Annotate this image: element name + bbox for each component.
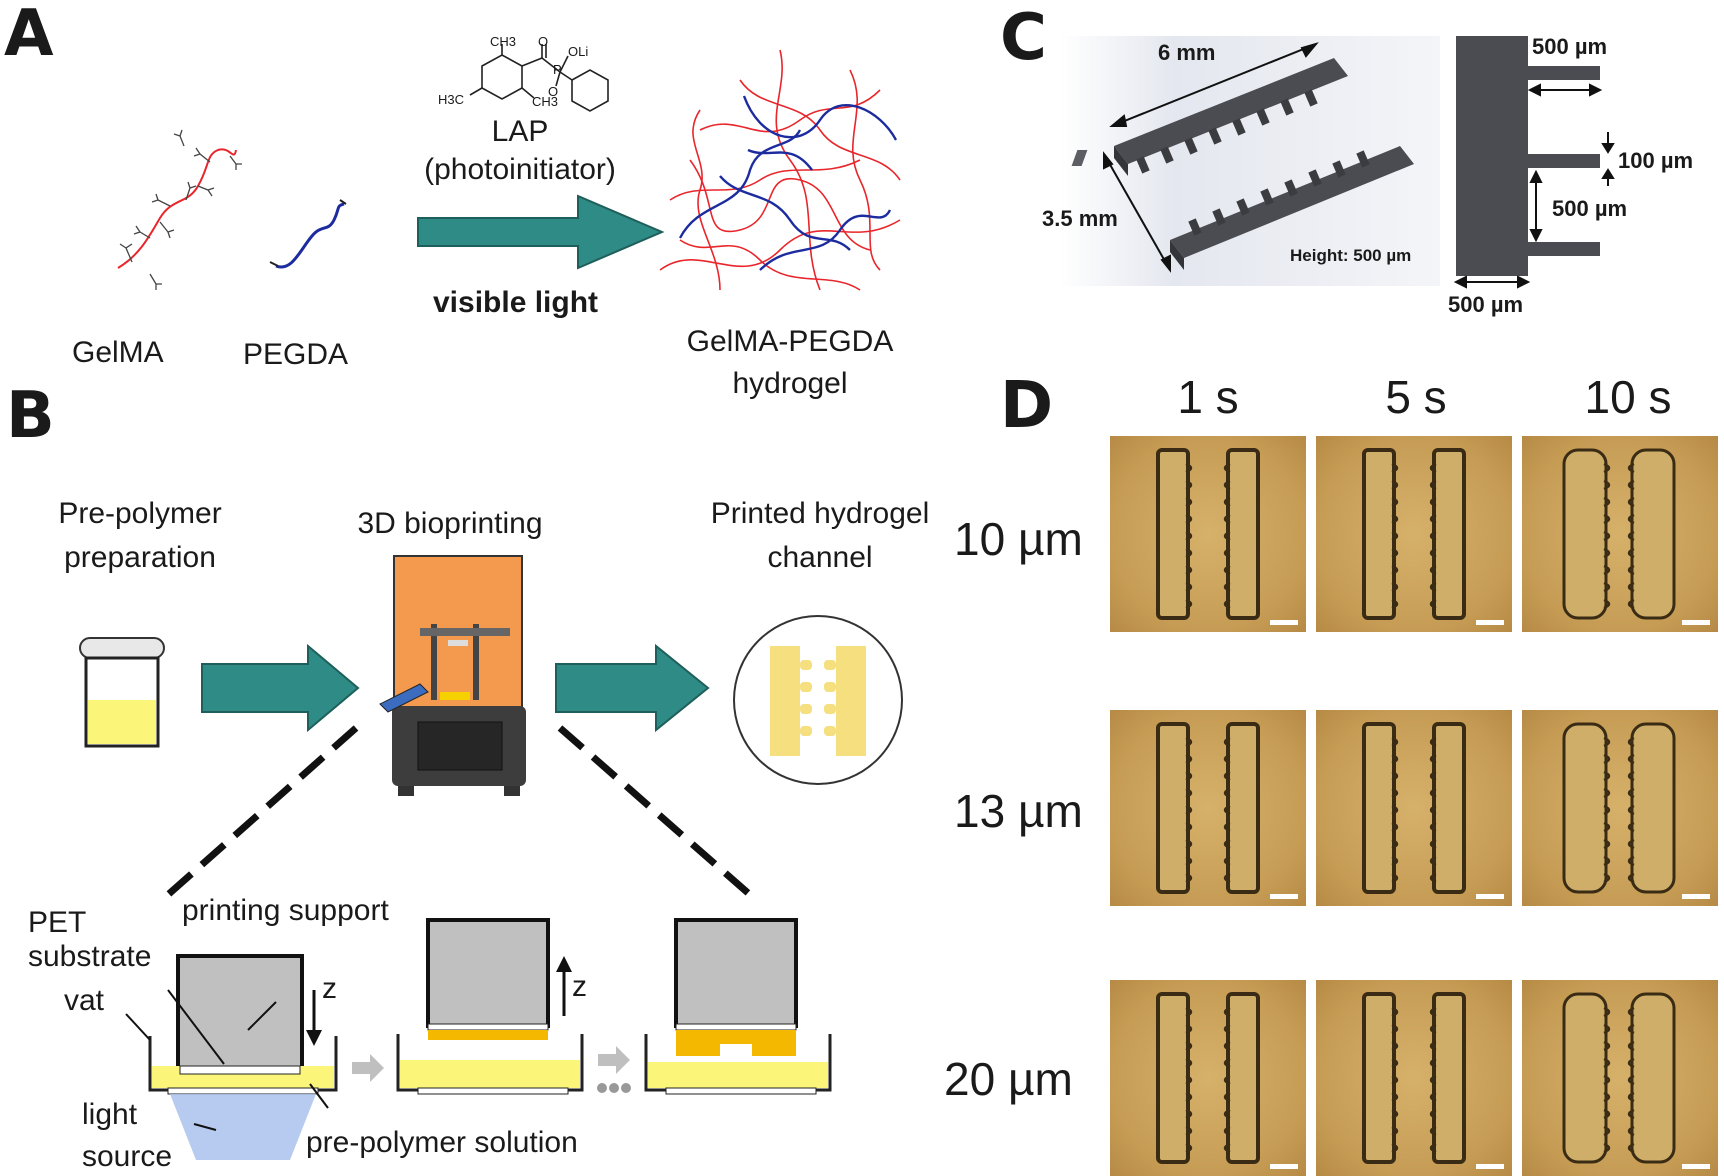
micrograph-13m-1s bbox=[1110, 710, 1306, 906]
scale-bar bbox=[1270, 1164, 1298, 1169]
gelma-label: GelMA bbox=[72, 336, 164, 369]
ch3-bottom-label: CH3 bbox=[532, 94, 559, 109]
z-up-label: z bbox=[572, 970, 587, 1003]
light-source-label-line2: source bbox=[82, 1140, 173, 1173]
printing-support-label: printing support bbox=[182, 894, 389, 927]
photoinitiator-label: (photoinitiator) bbox=[424, 153, 616, 186]
micrograph-13m-5s bbox=[1316, 710, 1512, 906]
step1-label-line2: preparation bbox=[64, 541, 216, 574]
micrograph-10m-5s bbox=[1316, 436, 1512, 632]
scale-bar bbox=[1270, 620, 1298, 625]
hydrogel-label-line2: hydrogel bbox=[732, 367, 848, 400]
panel-label-a: A bbox=[4, 0, 54, 71]
o-carbonyl-label: O bbox=[538, 34, 549, 49]
base-dimension: 500 µm bbox=[1448, 292, 1524, 317]
height-dimension: Height: 500 µm bbox=[1290, 246, 1412, 265]
pre-polymer-bottle-icon bbox=[79, 637, 165, 748]
scale-bar bbox=[1476, 894, 1504, 899]
scale-bar bbox=[1476, 620, 1504, 625]
scale-bar bbox=[1682, 894, 1710, 899]
panel-label-c: C bbox=[1000, 1, 1047, 75]
row-header-20um: 20 µm bbox=[944, 1053, 1073, 1105]
scale-bar bbox=[1682, 1164, 1710, 1169]
step-arrow-2 bbox=[555, 643, 710, 733]
scale-bar bbox=[1476, 1164, 1504, 1169]
step3-label-line2: channel bbox=[767, 541, 873, 574]
h3c-label: H3C bbox=[438, 92, 465, 107]
length-dimension: 6 mm bbox=[1158, 40, 1216, 65]
oli-label: OLi bbox=[568, 44, 589, 59]
vat-stage-2 bbox=[396, 918, 584, 1095]
z-down-label: z bbox=[322, 972, 337, 1005]
row-header-10um: 10 µm bbox=[954, 513, 1083, 565]
vat-label: vat bbox=[64, 984, 105, 1017]
pegda-label: PEGDA bbox=[243, 338, 349, 371]
panel-label-b: B bbox=[6, 379, 55, 453]
spacing-dimension: 500 µm bbox=[1552, 196, 1628, 221]
width-dimension: 3.5 mm bbox=[1042, 206, 1118, 231]
pet-label-line2: substrate bbox=[28, 940, 152, 973]
gap-dimension: 100 µm bbox=[1618, 148, 1694, 173]
pet-label-line1: PET bbox=[28, 906, 87, 939]
step2-label: 3D bioprinting bbox=[357, 507, 543, 540]
ch3-top-label: CH3 bbox=[490, 34, 517, 49]
step1-label-line1: Pre-polymer bbox=[58, 497, 222, 530]
step-arrow-1 bbox=[201, 643, 360, 733]
printed-channel-icon bbox=[733, 615, 903, 785]
panel-label-d: D bbox=[1000, 369, 1054, 443]
micrograph-13m-10s bbox=[1522, 710, 1718, 906]
micrograph-20m-5s bbox=[1316, 980, 1512, 1176]
light-source-label-line1: light bbox=[82, 1098, 138, 1131]
micrograph-20m-10s bbox=[1522, 980, 1718, 1176]
scale-bar bbox=[1270, 894, 1298, 899]
pre-polymer-solution-label: pre-polymer solution bbox=[306, 1126, 578, 1159]
micrograph-10m-1s bbox=[1110, 436, 1306, 632]
top-tooth-dimension: 500 µm bbox=[1532, 34, 1608, 59]
vat-stage-1 bbox=[125, 954, 338, 1160]
column-header-5s: 5 s bbox=[1385, 371, 1447, 423]
vat-stage-3 bbox=[644, 918, 832, 1095]
o-minus-label: O bbox=[548, 84, 559, 99]
column-header-1s: 1 s bbox=[1177, 371, 1239, 423]
lap-label: LAP bbox=[491, 115, 549, 148]
upper-comb-shape bbox=[1071, 58, 1348, 176]
p-label: P bbox=[553, 62, 562, 77]
column-header-10s: 10 s bbox=[1584, 371, 1672, 423]
step3-label-line1: Printed hydrogel bbox=[710, 497, 930, 530]
micrograph-20m-1s bbox=[1110, 980, 1306, 1176]
scale-bar bbox=[1682, 620, 1710, 625]
cross-section-shape bbox=[1456, 36, 1600, 276]
micrograph-10m-10s bbox=[1522, 436, 1718, 632]
hydrogel-label-line1: GelMA-PEGDA bbox=[686, 325, 894, 358]
row-header-13um: 13 µm bbox=[954, 785, 1083, 837]
visible-light-label: visible light bbox=[433, 286, 599, 319]
bioprinter-icon bbox=[379, 555, 526, 796]
